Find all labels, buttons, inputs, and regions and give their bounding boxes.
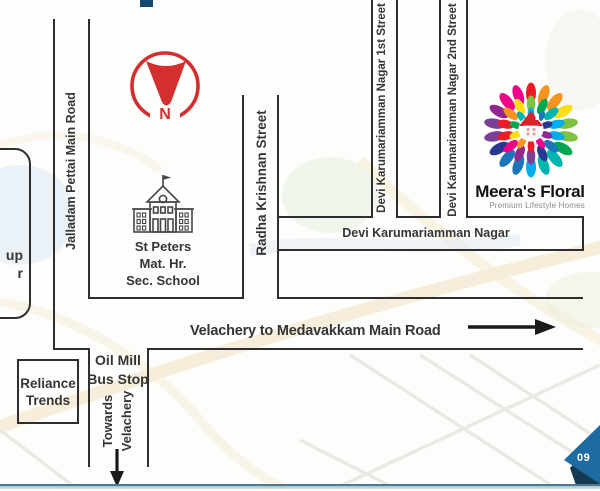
bus-stop-label-line1: Oil Mill	[95, 352, 141, 368]
street-label-jalladam-pettai-main-road: Jalladam Pettai Main Road	[64, 92, 78, 250]
top-cut-heading-mark	[140, 0, 153, 7]
street-label-dkn-1st-street: Devi Karumariamman Nagar 1st Street	[376, 3, 388, 213]
street-label-radha-krishnan-street: Radha Krishnan Street	[253, 110, 269, 256]
map-background-texture	[0, 10, 600, 491]
school-label-line1: St Peters	[134, 239, 192, 254]
reliance-label-line1: Reliance	[20, 376, 76, 391]
left-partial-label-line2: r	[17, 265, 23, 281]
reliance-label-line2: Trends	[25, 393, 71, 408]
school-label-line3: Sec. School	[126, 273, 200, 288]
meeras-floral-logo-house	[518, 111, 544, 142]
landmark-label-st-peters-school: St Peters Mat. Hr. Sec. School	[108, 238, 218, 289]
ribbon-phone-fragment: 09	[577, 452, 591, 464]
corner-ribbon	[564, 425, 600, 491]
street-label-devi-karumariamman-nagar: Devi Karumariamman Nagar	[342, 226, 510, 240]
bus-stop-label-line2: Bus Stop	[87, 371, 149, 387]
bottom-edge-strip	[0, 484, 600, 491]
school-icon	[132, 175, 194, 233]
landmark-label-oil-mill-bus-stop: Oil Mill Bus Stop	[68, 351, 168, 389]
logo-wordmark: Meera's Floral	[475, 182, 585, 201]
meeras-floral-logo-mark	[484, 82, 578, 178]
school-label-line2: Mat. Hr.	[139, 256, 187, 271]
logo-tagline: Premium Lifestyle Homes	[489, 201, 585, 210]
main-road-arrow-icon	[468, 319, 556, 335]
compass-icon	[130, 51, 200, 122]
road-label-velachery-to-medavakkam: Velachery to Medavakkam Main Road	[190, 323, 441, 339]
landmark-label-reliance-trends: Reliance Trends	[13, 375, 83, 409]
reliance-trends-box	[17, 359, 79, 424]
towards-velachery-arrow-icon	[110, 449, 124, 487]
left-partial-label-line1: up	[5, 247, 23, 263]
road-lines	[53, 0, 584, 467]
left-partial-label-box: up r	[0, 148, 31, 319]
compass-north-letter: N	[159, 106, 171, 123]
